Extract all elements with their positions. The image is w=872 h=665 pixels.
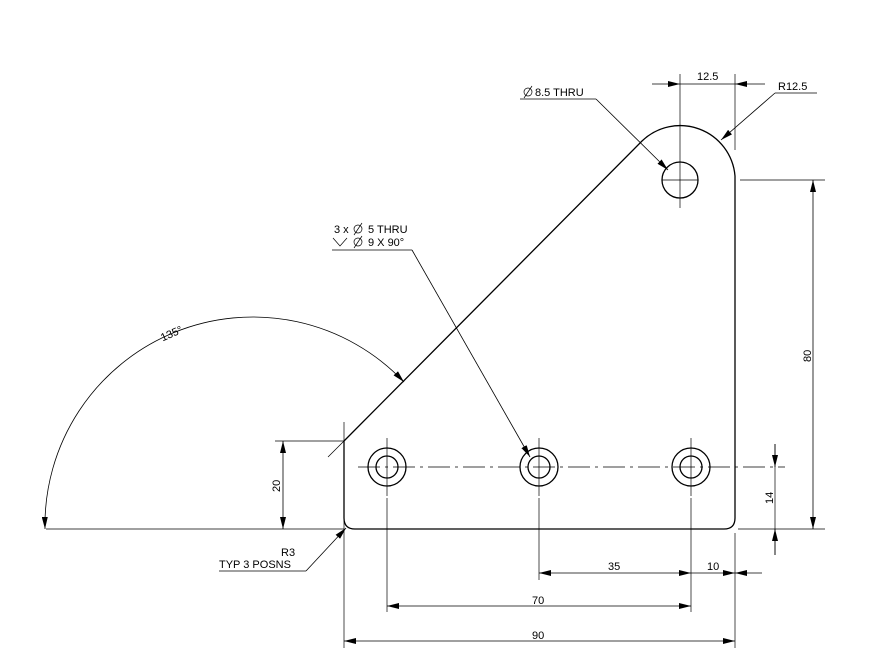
dim-20-label: 20 <box>271 480 283 492</box>
dim-35-label: 35 <box>608 561 620 573</box>
diameter-icon <box>353 235 363 249</box>
dim-90-label: 90 <box>532 630 544 642</box>
countersink-icon <box>332 237 348 247</box>
dim-14-label: 14 <box>764 492 776 504</box>
part-outline <box>343 124 736 530</box>
diameter-icon <box>523 85 533 99</box>
diameter-icon <box>353 222 363 236</box>
dim-r3-label: R3 <box>281 547 295 559</box>
dim-70-label: 70 <box>532 595 544 607</box>
leaders <box>219 92 817 572</box>
centerlines <box>358 160 785 496</box>
holes-note-count: 3 x <box>334 224 349 236</box>
dim-r12-5-label: R12.5 <box>778 81 807 93</box>
dimension-lines <box>41 81 816 644</box>
extension-lines <box>46 74 825 648</box>
dim-12-5-label: 12.5 <box>697 71 718 83</box>
holes-note-countersink: 9 X 90° <box>368 237 404 249</box>
corner-note-label: TYP 3 POSNS <box>219 559 291 571</box>
dim-10-label: 10 <box>707 561 719 573</box>
dim-hole-top-label: 8.5 THRU <box>535 87 584 99</box>
dim-angle-label: 135° <box>159 324 185 344</box>
holes-note-thru: 5 THRU <box>368 224 408 236</box>
dim-80-label: 80 <box>802 350 814 362</box>
